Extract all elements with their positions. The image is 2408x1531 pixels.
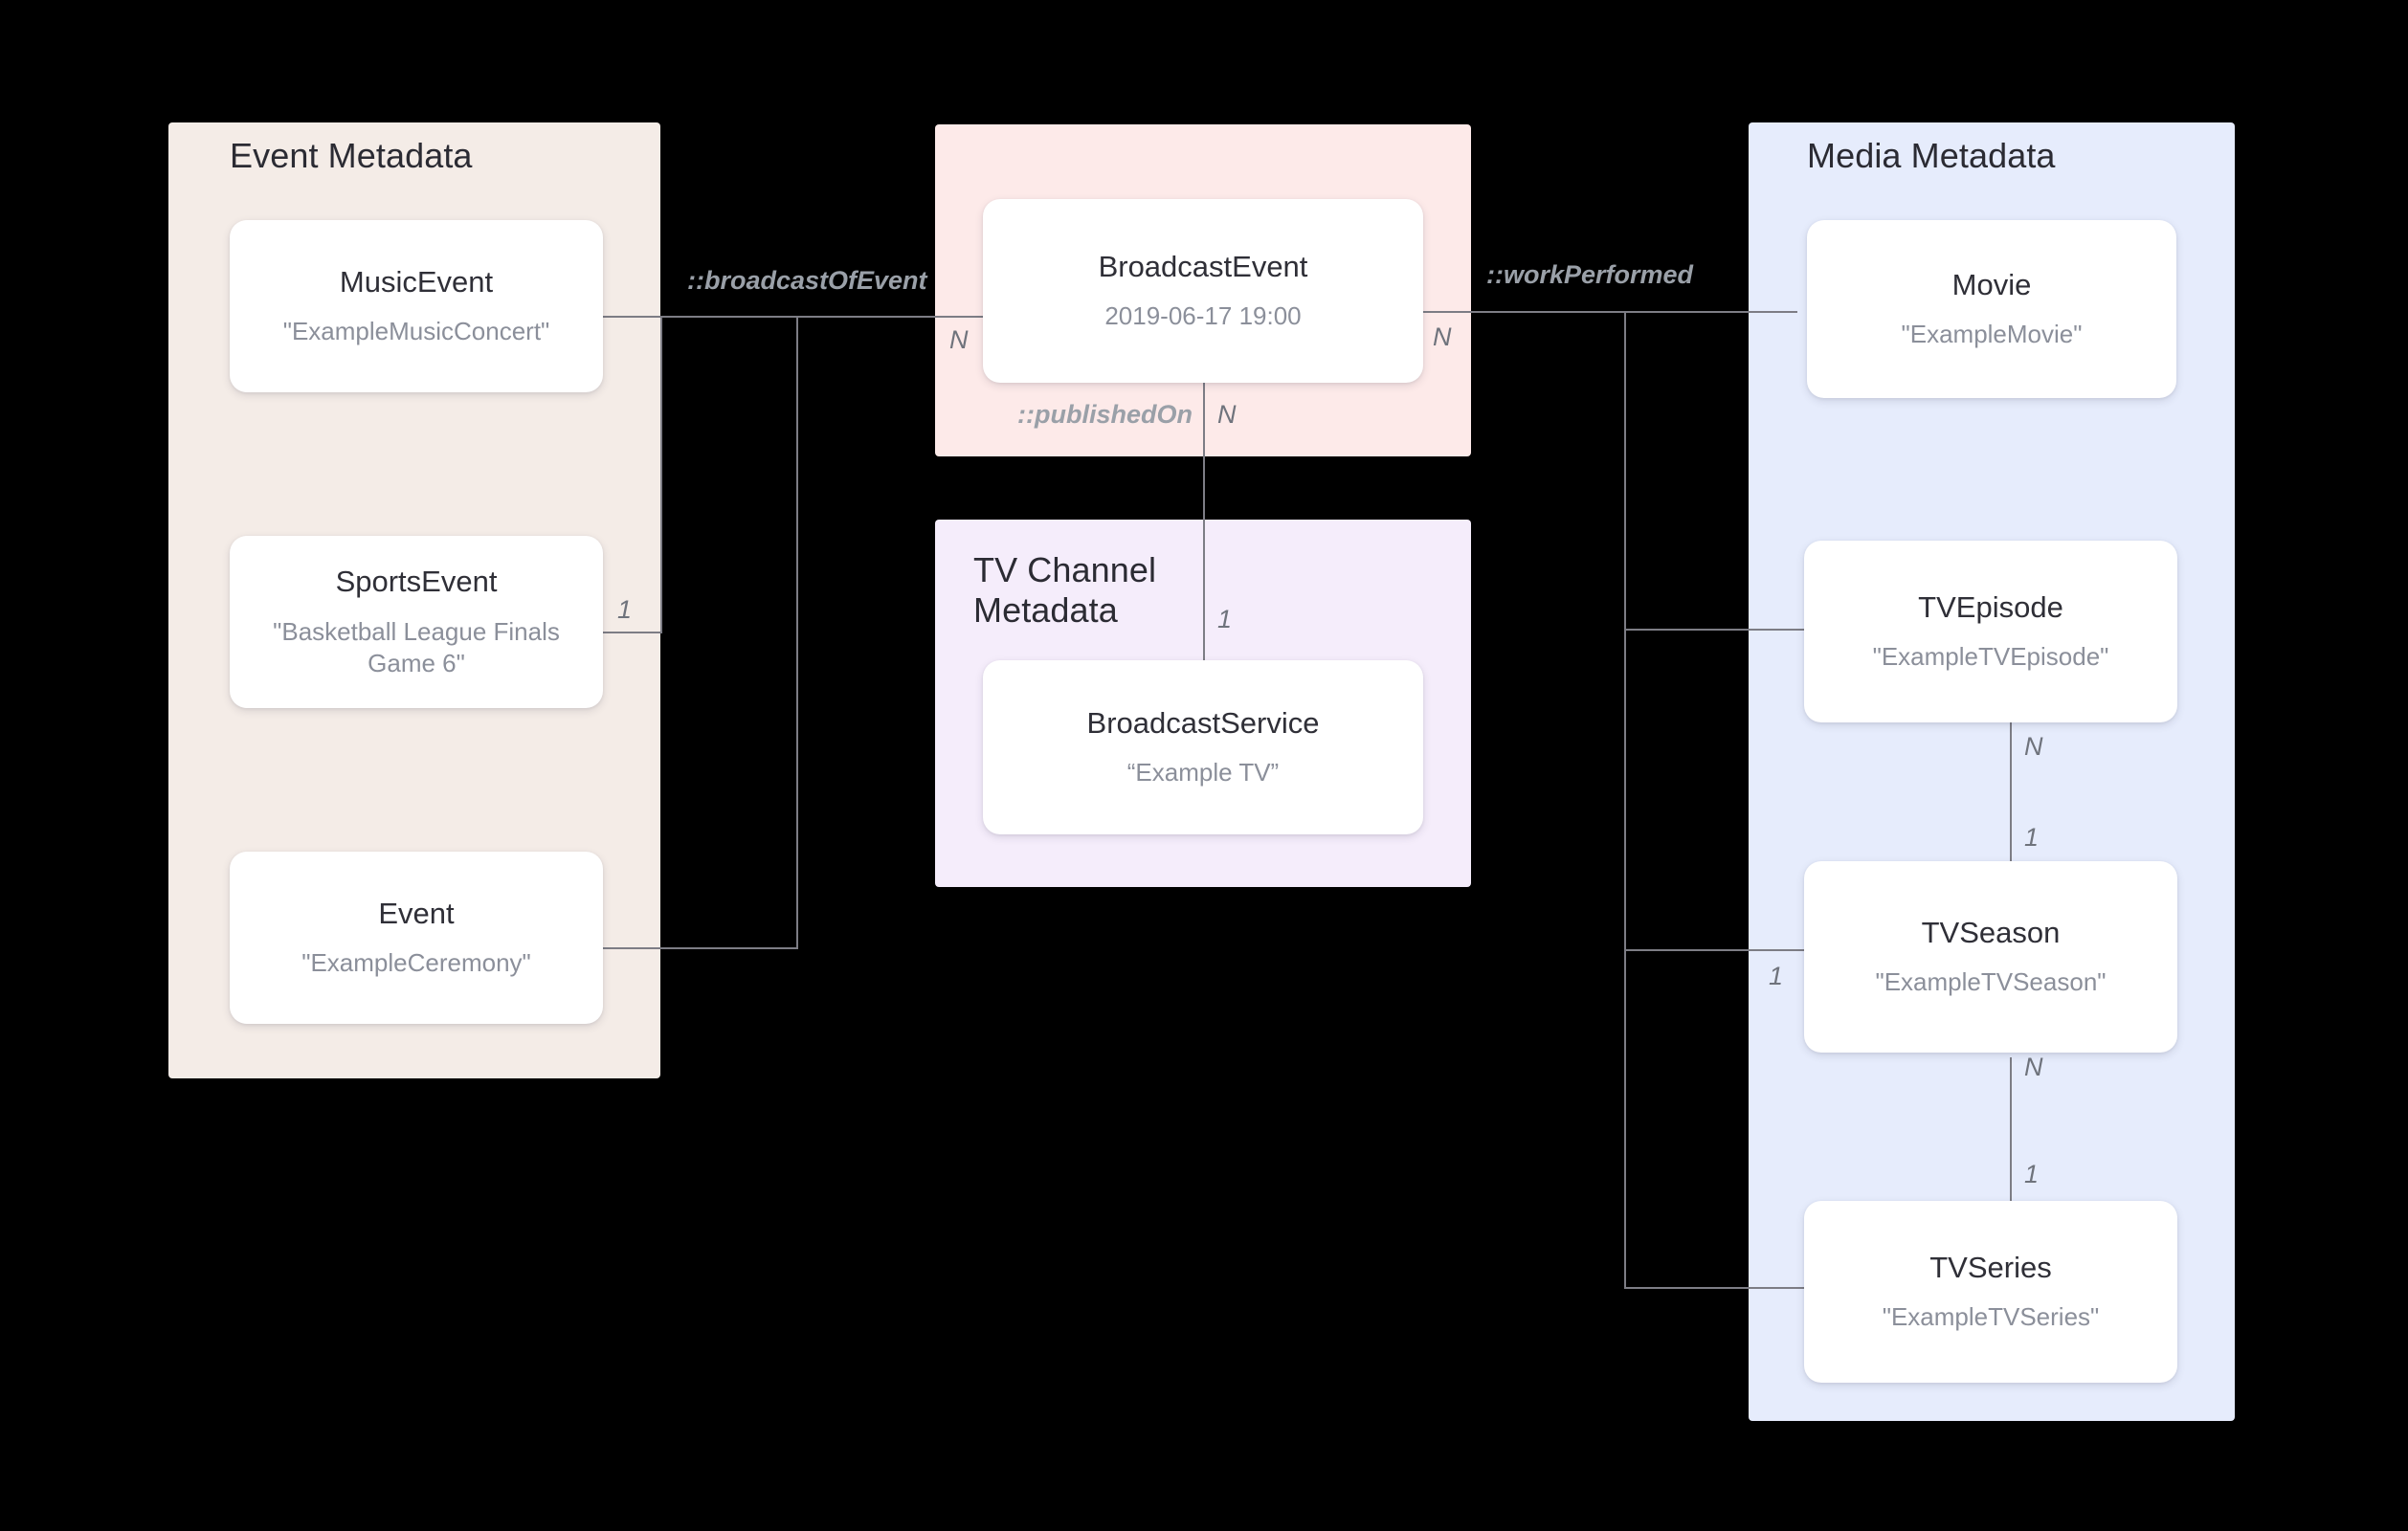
connector-publishedon-line <box>1203 383 1205 660</box>
edge-label-published-on: ::publishedOn <box>1017 400 1193 429</box>
connector-season-series-line <box>2010 1057 2012 1206</box>
entity-type-sports-event: SportsEvent <box>335 564 498 598</box>
entity-card-broadcast-service[interactable]: BroadcastService “Example TV” <box>983 660 1423 834</box>
cardinality-publishedon-target: 1 <box>1217 605 1233 633</box>
entity-value-tv-season: "ExampleTVSeason" <box>1875 967 2107 997</box>
entity-value-broadcast-event: 2019-06-17 19:00 <box>1104 301 1302 331</box>
connector-episode-season-line <box>2010 722 2012 871</box>
entity-value-movie: "ExampleMovie" <box>1901 320 2083 349</box>
cardinality-workperformed-source: N <box>1433 322 1452 351</box>
cardinality-episode-season-1: 1 <box>2024 823 2040 852</box>
connector-tvepisode-branch <box>1624 629 1806 631</box>
panel-title-tv-channel-metadata: TV Channel Metadata <box>973 550 1157 631</box>
entity-card-sports-event[interactable]: SportsEvent "Basketball League Finals Ga… <box>230 536 603 708</box>
cardinality-tvseason-branch: 1 <box>1769 962 1784 990</box>
cardinality-publishedon-source: N <box>1217 400 1237 429</box>
edge-label-work-performed: ::workPerformed <box>1486 260 1694 289</box>
connector-event-stub <box>603 947 798 949</box>
entity-type-event: Event <box>378 896 455 930</box>
entity-value-sports-event: "Basketball League Finals Game 6" <box>273 616 560 678</box>
edge-label-broadcast-of-event: ::broadcastOfEvent <box>687 266 927 295</box>
entity-card-tv-season[interactable]: TVSeason "ExampleTVSeason" <box>1804 861 2177 1053</box>
connector-tvseries-branch <box>1624 1287 1806 1289</box>
entity-card-tv-series[interactable]: TVSeries "ExampleTVSeries" <box>1804 1201 2177 1383</box>
connector-left-inner-trunk <box>660 316 662 633</box>
entity-type-movie: Movie <box>1951 267 2032 301</box>
entity-card-movie[interactable]: Movie "ExampleMovie" <box>1807 220 2176 398</box>
connector-sportsevent-stub <box>603 632 662 633</box>
entity-value-tv-series: "ExampleTVSeries" <box>1882 1302 2100 1332</box>
entity-type-broadcast-event: BroadcastEvent <box>1098 249 1308 283</box>
entity-value-broadcast-service: “Example TV” <box>1126 758 1280 788</box>
entity-type-music-event: MusicEvent <box>339 264 494 299</box>
entity-card-event[interactable]: Event "ExampleCeremony" <box>230 852 603 1024</box>
entity-value-event: "ExampleCeremony" <box>301 948 531 978</box>
connector-workperformed-line <box>1397 311 1797 313</box>
entity-card-broadcast-event[interactable]: BroadcastEvent 2019-06-17 19:00 <box>983 199 1423 383</box>
cardinality-season-series-n: N <box>2024 1053 2043 1081</box>
entity-type-tv-season: TVSeason <box>1921 915 2061 949</box>
panel-title-event-metadata: Event Metadata <box>230 136 473 175</box>
connector-broadcastofevent-line <box>660 316 1010 318</box>
cardinality-episode-season-n: N <box>2024 732 2043 761</box>
connector-right-trunk <box>1624 311 1626 1287</box>
entity-card-music-event[interactable]: MusicEvent "ExampleMusicConcert" <box>230 220 603 392</box>
connector-left-outer-trunk <box>796 316 798 949</box>
connector-tvseason-branch <box>1624 949 1806 951</box>
entity-type-tv-series: TVSeries <box>1929 1250 2052 1284</box>
cardinality-broadcastofevent-source: 1 <box>617 595 633 624</box>
entity-type-broadcast-service: BroadcastService <box>1086 705 1320 740</box>
entity-type-tv-episode: TVEpisode <box>1918 589 2063 624</box>
cardinality-broadcastofevent-target: N <box>949 325 969 354</box>
entity-value-tv-episode: "ExampleTVEpisode" <box>1872 642 2109 672</box>
entity-card-tv-episode[interactable]: TVEpisode "ExampleTVEpisode" <box>1804 541 2177 722</box>
entity-value-music-event: "ExampleMusicConcert" <box>282 317 550 346</box>
panel-title-media-metadata: Media Metadata <box>1807 136 2056 175</box>
cardinality-season-series-1: 1 <box>2024 1160 2040 1188</box>
